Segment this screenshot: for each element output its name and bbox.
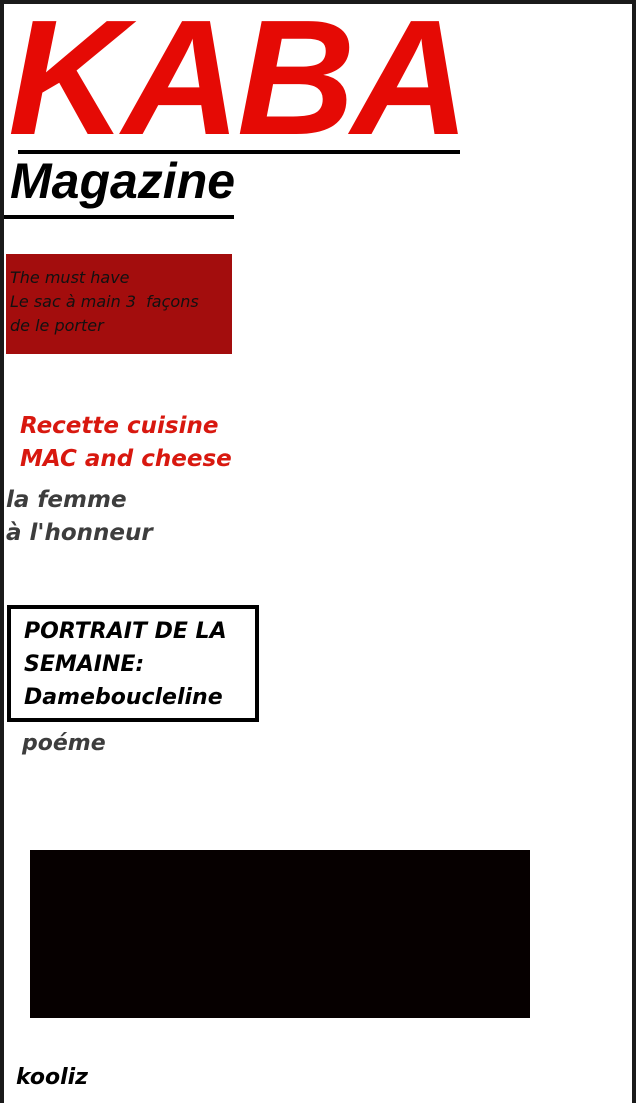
subtitle-underline xyxy=(4,215,234,219)
recipe-headline: Recette cuisine MAC and cheese xyxy=(20,410,232,476)
black-image-block xyxy=(30,850,530,1018)
author-signature: kooliz xyxy=(16,1065,88,1090)
portrait-line: SEMAINE: xyxy=(24,652,145,677)
honneur-line: à l'honneur xyxy=(6,520,153,546)
recipe-line: MAC and cheese xyxy=(20,446,232,472)
must-have-box: The must have Le sac à main 3 façons de … xyxy=(6,254,232,354)
magazine-subtitle: Magazine xyxy=(10,153,236,209)
poeme-label: poéme xyxy=(22,731,106,756)
must-have-line: The must have xyxy=(10,268,130,287)
magazine-title: KABA xyxy=(8,0,470,169)
title-underline xyxy=(18,150,460,154)
honneur-headline: la femme à l'honneur xyxy=(6,484,153,550)
portrait-line: Dameboucleline xyxy=(24,685,223,710)
portrait-box: PORTRAIT DE LA SEMAINE: Dameboucleline xyxy=(7,605,259,722)
must-have-line: Le sac à main 3 façons xyxy=(10,292,199,311)
honneur-line: la femme xyxy=(6,487,127,513)
recipe-line: Recette cuisine xyxy=(20,413,219,439)
portrait-line: PORTRAIT DE LA xyxy=(24,619,227,644)
must-have-line: de le porter xyxy=(10,316,104,335)
